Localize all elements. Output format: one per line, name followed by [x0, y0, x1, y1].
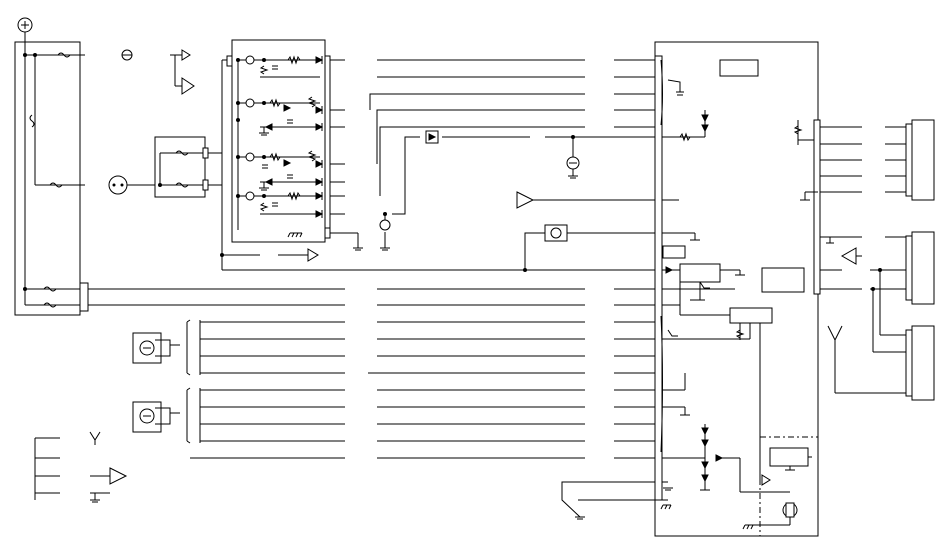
diode-icon	[425, 130, 439, 144]
bottom-left-harness	[34, 437, 110, 500]
ground-icon	[259, 127, 390, 251]
connector-icon	[905, 119, 935, 401]
antenna-icon	[827, 325, 843, 342]
power-source-icon	[17, 17, 33, 42]
arrow-triangle-icon	[109, 467, 128, 485]
resistor-icon	[679, 125, 803, 339]
fuse-box	[14, 41, 85, 316]
arrow-triangle-icon	[516, 191, 535, 209]
harness-wires	[88, 59, 655, 518]
sensor-upper	[132, 319, 345, 376]
ecu-module	[654, 41, 821, 537]
relay-box	[154, 59, 325, 271]
diode-icon	[264, 56, 324, 218]
capacitor-icon	[262, 65, 293, 207]
transistor-icon	[667, 281, 710, 337]
sensor-lower	[132, 387, 345, 459]
arrow-triangle-icon	[840, 247, 857, 265]
ground-icon	[90, 499, 100, 503]
lamp-icon	[566, 156, 580, 170]
lamp-icon	[121, 49, 133, 61]
switch-icon	[108, 175, 160, 195]
antenna-icon	[89, 431, 101, 445]
transistor-icon	[245, 55, 255, 201]
diode-icon	[665, 114, 771, 486]
motor-icon	[782, 502, 798, 518]
resistor-icon	[259, 55, 317, 212]
ground-icon	[568, 175, 585, 520]
module-outputs	[330, 59, 391, 240]
connector-icon	[79, 282, 89, 312]
fuse-icon	[29, 52, 71, 308]
control-module	[231, 39, 326, 243]
switch-icon	[544, 224, 568, 242]
connector-icon	[226, 55, 331, 239]
output-wires	[820, 126, 912, 394]
ground-icon	[660, 487, 754, 530]
arrow-triangle-icon	[170, 49, 195, 95]
